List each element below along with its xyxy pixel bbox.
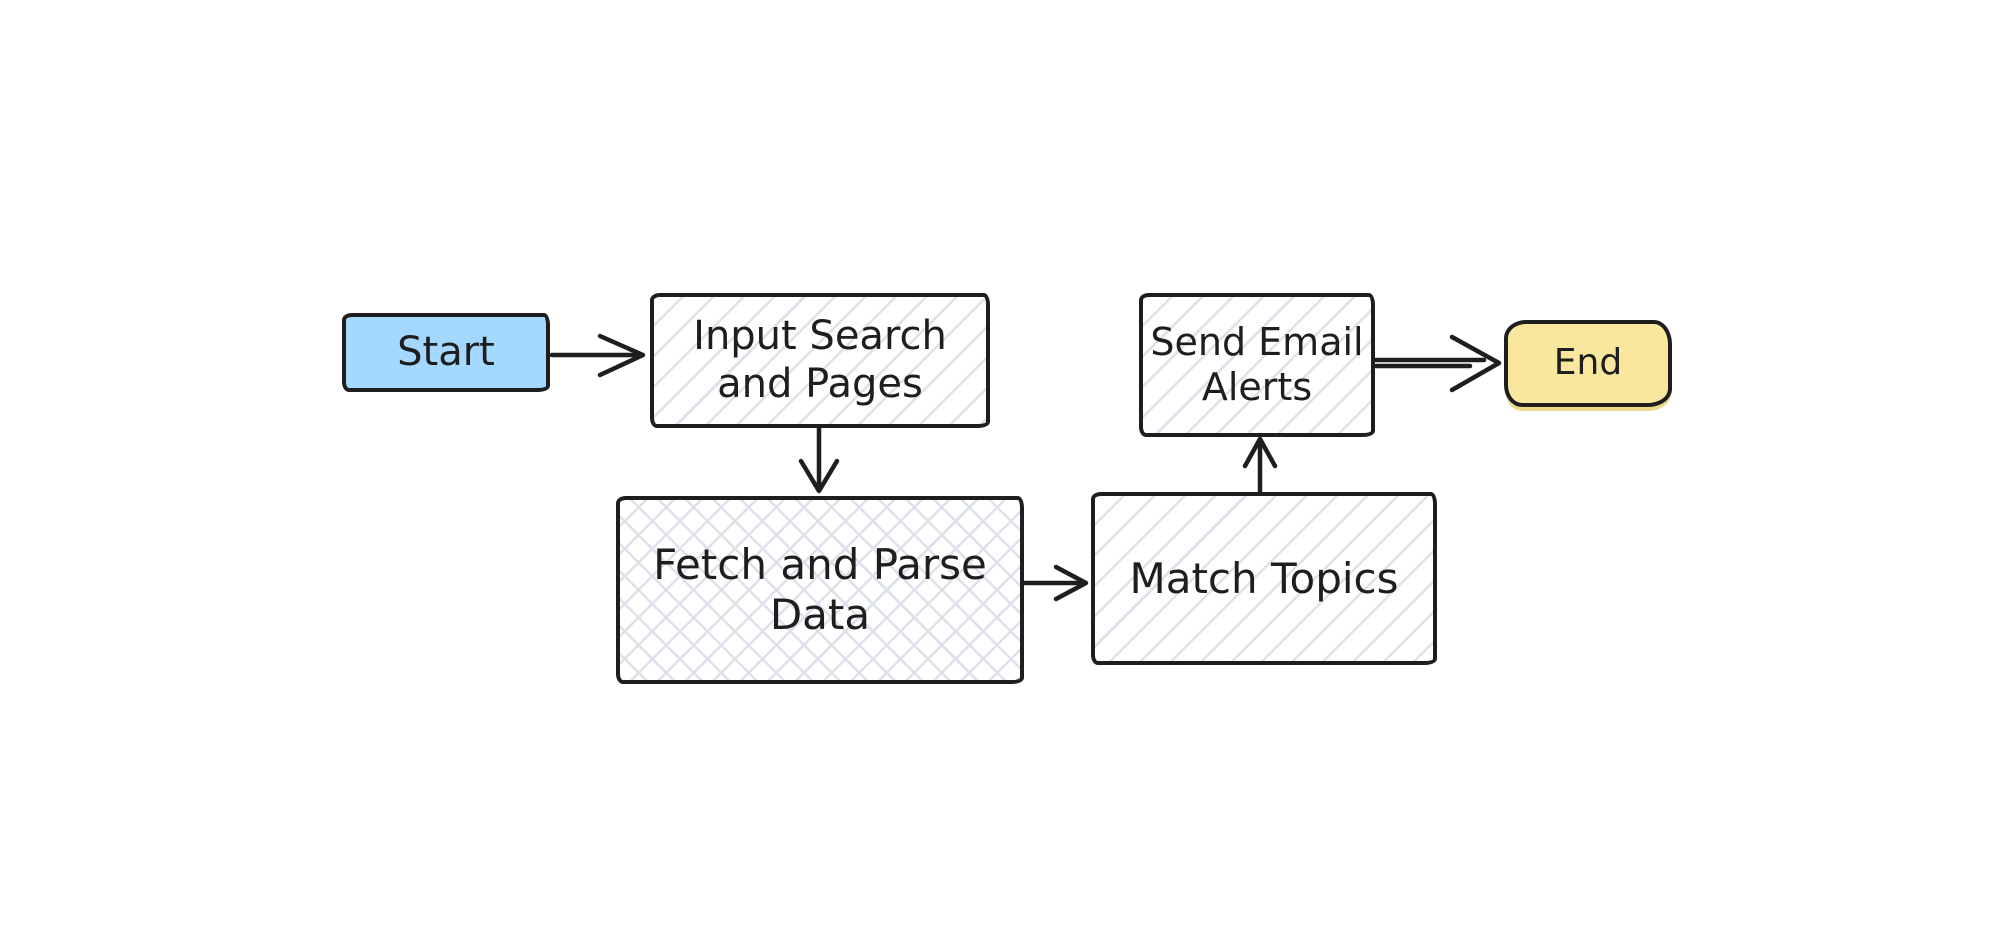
node-input-label: Input Search and Pages — [693, 313, 947, 407]
flow-node-input-search-and-pages[interactable]: Input Search and Pages — [650, 293, 990, 428]
edge-start-to-input-arrow[interactable] — [549, 333, 646, 378]
node-end-label: End — [1553, 342, 1623, 384]
flow-node-match-topics[interactable]: Match Topics — [1091, 492, 1437, 665]
edge-match-to-send-arrow[interactable] — [1242, 436, 1278, 494]
flow-node-start[interactable]: Start — [342, 313, 550, 392]
edge-input-to-fetch-arrow[interactable] — [798, 425, 840, 494]
node-send-label: Send Email Alerts — [1150, 320, 1364, 409]
flow-node-send-email-alerts[interactable]: Send Email Alerts — [1139, 293, 1375, 437]
node-match-label: Match Topics — [1129, 553, 1399, 603]
flow-node-fetch-and-parse-data[interactable]: Fetch and Parse Data — [616, 496, 1024, 684]
edge-send-to-end-arrow[interactable] — [1373, 334, 1502, 393]
flow-node-end[interactable]: End — [1504, 320, 1672, 407]
edge-fetch-to-match-arrow[interactable] — [1022, 564, 1089, 602]
node-start-label: Start — [397, 328, 495, 375]
node-fetch-label: Fetch and Parse Data — [653, 540, 987, 639]
